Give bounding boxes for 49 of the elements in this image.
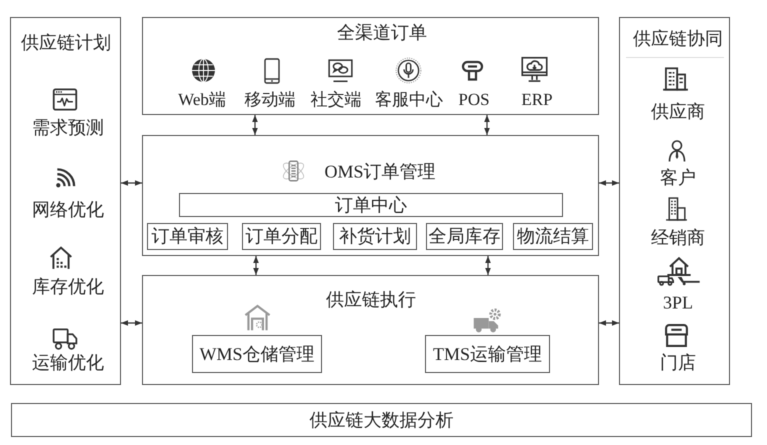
module-box <box>147 223 228 250</box>
item-label: Web端 <box>178 90 226 110</box>
module-bar <box>179 193 563 217</box>
module-label: WMS仓储管理 <box>199 344 314 364</box>
system-box <box>425 335 550 373</box>
panel-title: OMS订单管理 <box>324 162 436 182</box>
module-label: 订单中心 <box>335 194 407 216</box>
system-box <box>192 335 322 373</box>
double-arrow <box>599 180 619 186</box>
panel <box>619 17 730 385</box>
double-arrow <box>599 320 619 326</box>
module-label: 订单分配 <box>246 226 318 247</box>
item-label: 运输优化 <box>32 352 104 374</box>
item-label: 客户 <box>660 168 696 188</box>
item-label: 客服中心 <box>375 90 443 110</box>
panel-title: 供应链计划 <box>21 32 111 54</box>
double-arrow <box>253 256 259 275</box>
module-box <box>513 223 593 250</box>
double-arrow <box>485 256 491 275</box>
item-label: 3PL <box>663 292 693 314</box>
double-arrow <box>252 115 258 135</box>
panel <box>142 275 599 385</box>
module-label: 订单审核 <box>152 226 224 247</box>
double-arrow <box>121 320 142 326</box>
module-label: 补货计划 <box>339 226 411 247</box>
module-label: 物流结算 <box>517 226 589 247</box>
item-label: ERP <box>521 90 553 110</box>
double-arrow <box>484 115 490 135</box>
item-label: POS <box>458 90 490 110</box>
item-label: 社交端 <box>310 90 362 110</box>
analytics-band <box>11 403 752 437</box>
panel <box>142 135 599 256</box>
item-label: 移动端 <box>244 90 296 110</box>
double-arrow <box>121 180 142 186</box>
module-label: 全局库存 <box>428 226 500 247</box>
panel-title: 供应链执行 <box>326 290 416 310</box>
module-label: TMS运输管理 <box>432 344 542 364</box>
panel-title: 全渠道订单 <box>337 22 427 44</box>
panel <box>142 17 599 115</box>
item-label: 需求预测 <box>32 118 104 138</box>
item-label: 库存优化 <box>32 276 104 298</box>
item-label: 经销商 <box>651 228 705 248</box>
item-label: 供应商 <box>651 102 705 122</box>
item-label: 门店 <box>660 352 696 374</box>
module-box <box>333 223 417 250</box>
item-label: 网络优化 <box>32 200 104 220</box>
panel <box>10 17 121 385</box>
panel-title: 供应链协同 <box>633 28 723 50</box>
band-title: 供应链大数据分析 <box>310 410 454 430</box>
